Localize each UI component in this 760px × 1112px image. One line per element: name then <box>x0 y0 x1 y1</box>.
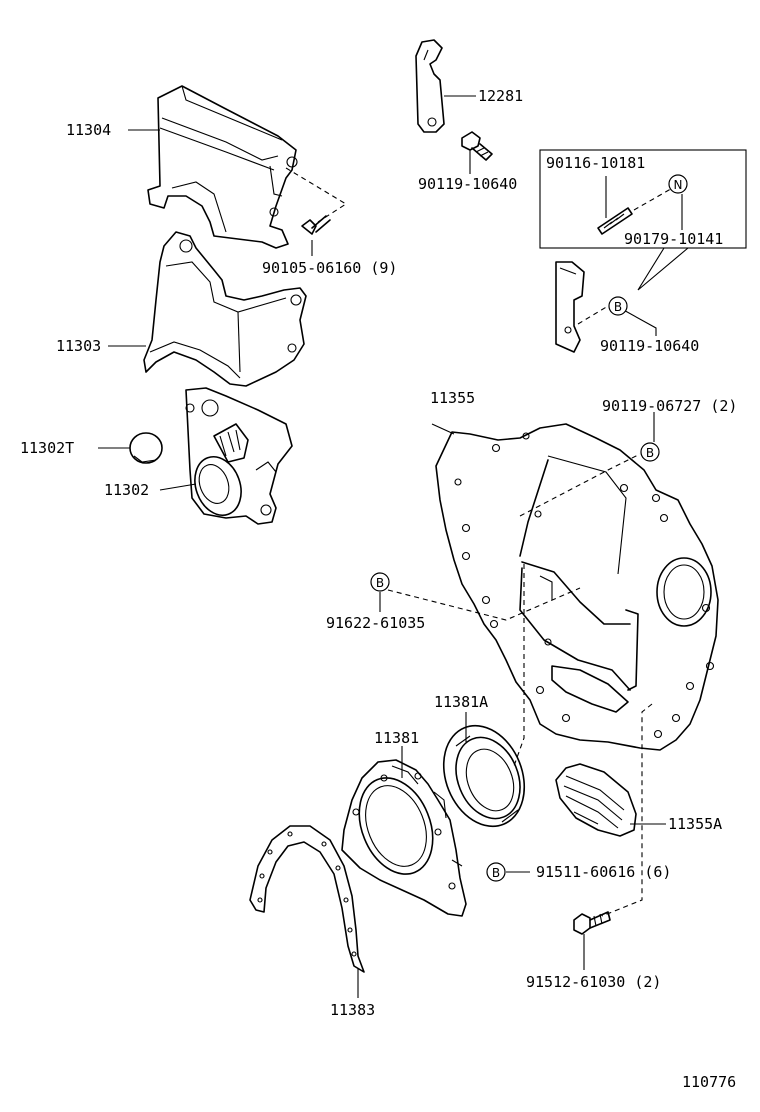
part-11355A-cover <box>555 763 637 837</box>
label-90119-06727: 90119-06727 (2) <box>602 397 737 415</box>
label-11303: 11303 <box>56 337 101 355</box>
bolt-90119-10640-top <box>461 131 493 161</box>
label-11355: 11355 <box>430 389 475 407</box>
marker-b-91622: B <box>370 572 390 592</box>
label-91512-61030: 91512-61030 (2) <box>526 973 661 991</box>
leader-lines <box>98 95 666 998</box>
diagram-id: 110776 <box>682 1073 736 1091</box>
label-11304: 11304 <box>66 121 111 139</box>
label-90105-06160: 90105-06160 (9) <box>262 259 397 277</box>
marker-b-91511: B <box>486 862 506 882</box>
part-11355-end-plate <box>387 423 719 917</box>
small-bracket <box>555 261 609 353</box>
label-11302T: 11302T <box>20 439 74 457</box>
svg-text:B: B <box>376 576 384 590</box>
label-11383: 11383 <box>330 1001 375 1019</box>
label-12281: 12281 <box>478 87 523 105</box>
part-11381A-oil-seal <box>442 724 526 828</box>
marker-b-bracket: B <box>608 296 628 316</box>
svg-text:B: B <box>646 446 654 460</box>
callout-box <box>539 149 747 291</box>
label-11302: 11302 <box>104 481 149 499</box>
part-11381-retainer <box>341 759 467 917</box>
marker-n: N <box>668 174 688 194</box>
part-11302T-plug <box>129 432 163 464</box>
marker-b-end-plate: B <box>640 442 660 462</box>
label-90116-10181: 90116-10181 <box>546 154 645 172</box>
label-91511-60616: 91511-60616 (6) <box>536 863 671 881</box>
bolt-90105-06160 <box>285 167 348 235</box>
svg-text:B: B <box>614 300 622 314</box>
label-90119-10640-top: 90119-10640 <box>418 175 517 193</box>
svg-text:N: N <box>674 178 683 192</box>
label-11355A: 11355A <box>668 815 722 833</box>
label-91622-61035: 91622-61035 <box>326 614 425 632</box>
part-11303-lower-cover <box>143 231 307 387</box>
label-11381: 11381 <box>374 729 419 747</box>
part-11383-gasket <box>249 825 365 973</box>
label-90179-10141: 90179-10141 <box>624 230 723 248</box>
part-11302-front-cover <box>185 387 293 525</box>
bolt-91512-61030 <box>573 911 611 935</box>
part-11304-upper-cover <box>147 85 298 249</box>
label-11381A: 11381A <box>434 693 488 711</box>
svg-text:B: B <box>492 866 500 880</box>
label-90119-10640-bracket: 90119-10640 <box>600 337 699 355</box>
part-12281-bracket <box>415 39 445 133</box>
